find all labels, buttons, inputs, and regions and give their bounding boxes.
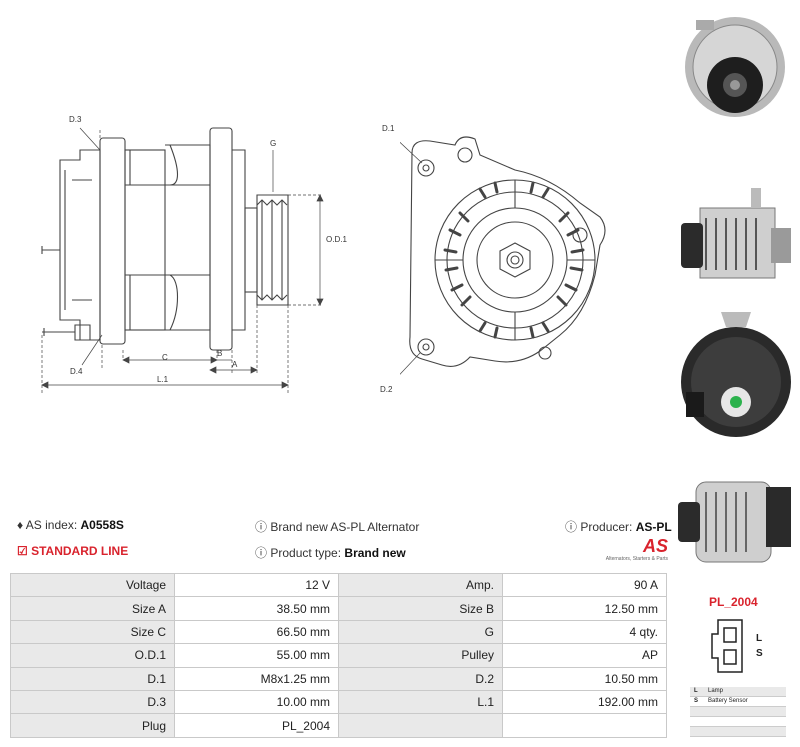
check-icon: ☑ [17, 544, 28, 558]
as-index: ♦ AS index: A0558S [17, 518, 124, 532]
spec-key: D.2 [338, 666, 503, 691]
list-item [690, 727, 786, 737]
info-icon: ⓘ [255, 520, 268, 534]
spec-value: 10.50 mm [502, 666, 667, 691]
as-logo: AS Alternators, Starters & Parts [600, 536, 668, 562]
side-view-drawing [41, 127, 324, 395]
logo-text: AS [642, 536, 668, 556]
legend-code: S [694, 698, 699, 704]
label-od1: O.D.1 [326, 235, 347, 244]
product-photo-side[interactable] [676, 178, 794, 303]
product-type-label: Product type: [270, 546, 342, 560]
front-view-drawing [400, 136, 606, 375]
standard-line: ☑ STANDARD LINE [17, 544, 128, 558]
product-photo-angle[interactable] [676, 462, 794, 582]
spec-key: D.3 [10, 689, 175, 715]
spec-key: Amp. [338, 572, 503, 598]
product-photo-front[interactable] [676, 5, 794, 117]
label-l1: L.1 [157, 375, 169, 384]
spec-key: Size C [10, 619, 175, 645]
info-icon: ⓘ [565, 520, 578, 534]
spec-key [338, 713, 503, 738]
spec-key: O.D.1 [10, 643, 175, 668]
label-d2: D.2 [380, 385, 393, 394]
spec-value: 192.00 mm [502, 689, 667, 715]
spec-key: L.1 [338, 689, 503, 715]
brand-info: ⓘ Brand new AS-PL Alternator [255, 518, 419, 535]
spec-value: PL_2004 [174, 713, 339, 738]
spec-key: Size B [338, 596, 503, 621]
as-index-label: AS index: [25, 518, 78, 532]
product-photo-rear[interactable] [676, 312, 794, 447]
plug-legend: L Lamp S Battery Sensor [690, 687, 786, 737]
label-c: C [162, 353, 168, 362]
spec-value: 66.50 mm [174, 619, 339, 645]
spec-value: 38.50 mm [174, 596, 339, 621]
label-b: B [217, 349, 223, 358]
spec-value: 10.00 mm [174, 689, 339, 715]
logo-tagline: Alternators, Starters & Parts [605, 556, 668, 562]
spec-value: AP [502, 643, 667, 668]
producer-value: AS-PL [635, 520, 672, 534]
standard-line-text: STANDARD LINE [31, 544, 129, 558]
label-g: G [270, 139, 277, 148]
legend-desc: Battery Sensor [708, 698, 748, 704]
spec-value: 55.00 mm [174, 643, 339, 668]
list-item: L Lamp [690, 687, 786, 697]
list-item [690, 717, 786, 727]
spec-value: 4 qty. [502, 619, 667, 645]
legend-desc: Lamp [708, 688, 724, 694]
plug-title: PL_2004 [709, 595, 758, 609]
legend-code: L [694, 688, 698, 694]
plug-pin-l: L [756, 633, 763, 644]
spec-key: Size A [10, 596, 175, 621]
spec-key: Voltage [10, 572, 175, 598]
list-item: S Battery Sensor [690, 697, 786, 707]
label-a: A [232, 360, 238, 369]
producer-label: Producer: [580, 520, 633, 534]
spec-value: 12.50 mm [502, 596, 667, 621]
plug-diagram [711, 619, 743, 673]
spec-key: D.1 [10, 666, 175, 691]
info-icon: ⓘ [255, 546, 268, 560]
spec-value: 90 A [502, 572, 667, 598]
spec-key: Plug [10, 713, 175, 738]
spec-key: Pulley [338, 643, 503, 668]
spec-key: G [338, 619, 503, 645]
product-type: ⓘ Product type: Brand new [255, 544, 406, 561]
plug-pin-s: S [756, 648, 763, 659]
brand-text: Brand new AS-PL Alternator [270, 520, 420, 534]
label-d1: D.1 [382, 124, 395, 133]
product-type-value: Brand new [344, 546, 406, 560]
producer-info: ⓘ Producer: AS-PL [565, 518, 672, 535]
spec-value: M8x1.25 mm [174, 666, 339, 691]
tag-icon: ♦ [17, 518, 24, 532]
as-index-value: A0558S [80, 518, 124, 532]
list-item [690, 707, 786, 717]
spec-value [502, 713, 667, 738]
spec-value: 12 V [174, 572, 339, 598]
label-d3: D.3 [69, 115, 82, 124]
label-d4: D.4 [70, 367, 83, 376]
